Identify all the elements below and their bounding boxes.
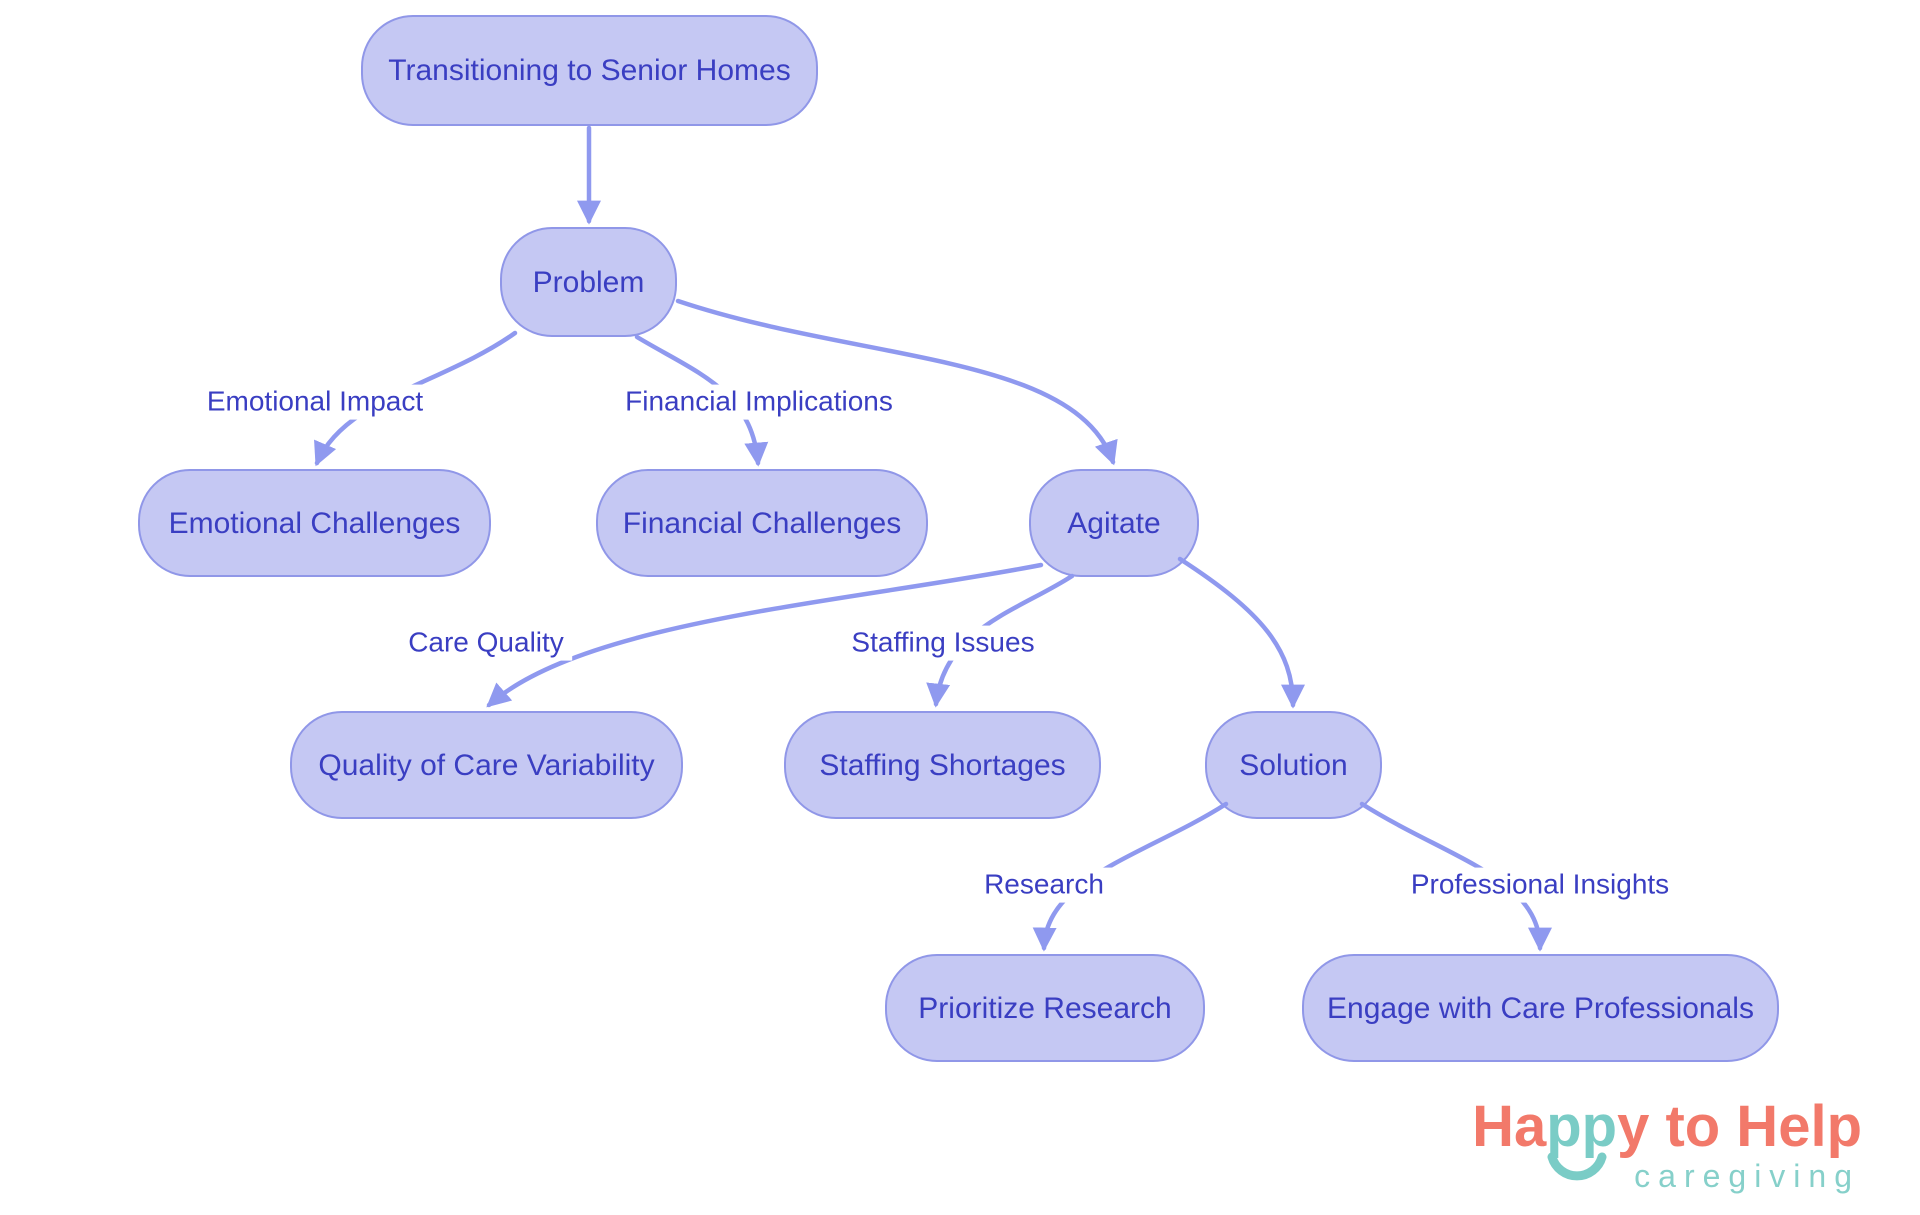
- node-quality: Quality of Care Variability: [290, 711, 683, 819]
- happy-to-help-logo: Happ y to Help caregiving: [1472, 1098, 1862, 1195]
- node-problem: Problem: [500, 227, 677, 337]
- logo-text-pp: pp: [1546, 1094, 1618, 1159]
- node-financial: Financial Challenges: [596, 469, 928, 577]
- node-engage: Engage with Care Professionals: [1302, 954, 1779, 1062]
- node-emotional: Emotional Challenges: [138, 469, 491, 577]
- edge-label-research: Research: [976, 867, 1112, 903]
- node-root: Transitioning to Senior Homes: [361, 15, 818, 126]
- edge-label-emotional-impact: Emotional Impact: [198, 384, 432, 420]
- edge-label-financial-implications: Financial Implications: [617, 384, 901, 420]
- node-prioritize: Prioritize Research: [885, 954, 1205, 1062]
- node-staffing: Staffing Shortages: [784, 711, 1101, 819]
- edge-label-staffing-issues: Staffing Issues: [843, 625, 1043, 661]
- edge-label-care-quality: Care Quality: [400, 625, 572, 661]
- smile-icon: [1547, 1152, 1607, 1181]
- node-solution: Solution: [1205, 711, 1382, 819]
- logo-wordmark: Happ y to Help: [1472, 1098, 1862, 1181]
- logo-subtitle: caregiving: [1634, 1158, 1860, 1194]
- edge-label-professional-insights: Professional Insights: [1402, 867, 1678, 903]
- logo-text-pp-wrap: pp: [1546, 1098, 1617, 1181]
- logo-text-ha: Ha: [1472, 1094, 1547, 1159]
- logo-text-rest: y to Help: [1617, 1094, 1862, 1159]
- node-agitate: Agitate: [1029, 469, 1199, 577]
